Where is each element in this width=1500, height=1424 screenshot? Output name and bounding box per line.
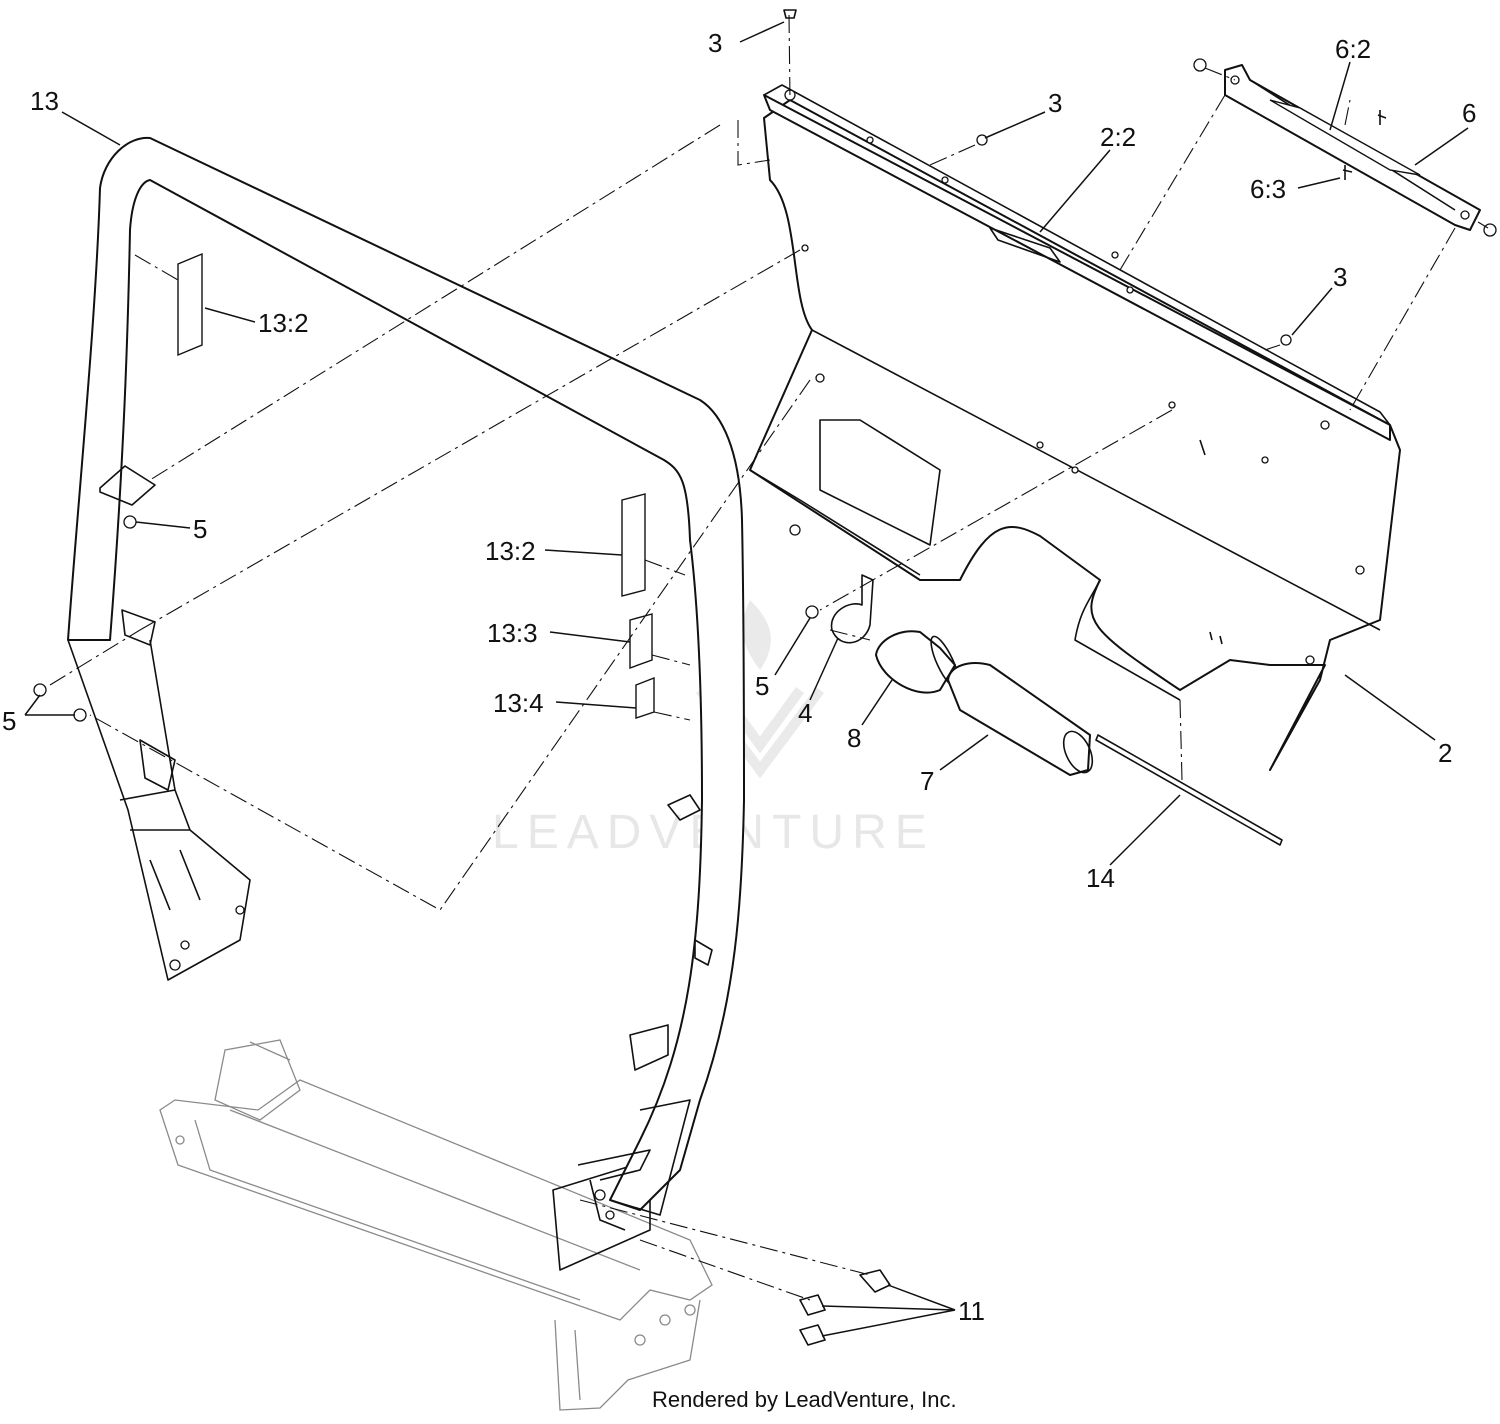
fasteners	[33, 9, 1497, 1346]
render-credit: Rendered by LeadVenture, Inc.	[652, 1387, 957, 1412]
callout-6-3: 6:3	[1250, 174, 1286, 204]
callout-13-2-right: 13:2	[485, 536, 536, 566]
rops-tube	[67, 136, 745, 1231]
callout-5-center: 5	[755, 671, 769, 701]
tube	[947, 662, 1094, 776]
callout-13-3: 13:3	[487, 618, 538, 648]
callout-6-2: 6:2	[1335, 34, 1371, 64]
strip	[1095, 734, 1283, 846]
callout-5-upper: 5	[193, 514, 207, 544]
frame-phantom	[159, 1039, 713, 1411]
callout-3-mid: 3	[1048, 88, 1062, 118]
callout-11: 11	[958, 1296, 985, 1326]
leader-lines	[24, 21, 1469, 1337]
callout-6: 6	[1462, 98, 1476, 128]
callout-7: 7	[920, 766, 934, 796]
callout-5-left: 5	[2, 706, 16, 736]
callout-3-right: 3	[1333, 262, 1347, 292]
bracket	[1224, 64, 1481, 231]
callout-8: 8	[847, 723, 861, 753]
callout-13: 13	[30, 86, 59, 116]
clamp	[830, 574, 874, 644]
mount-plate	[552, 1159, 651, 1271]
assembly-lines	[49, 14, 1489, 1301]
callout-13-2-left: 13:2	[258, 308, 309, 338]
callout-4: 4	[798, 698, 812, 728]
panel	[749, 84, 1401, 771]
tube-decals	[177, 252, 655, 719]
callout-3-top: 3	[708, 28, 722, 58]
callouts: 3 13 3 2:2 6:2 6 6:3 3 13:2 5 13:2 13:3 …	[2, 28, 1476, 1326]
tube-tabs	[99, 465, 713, 1071]
callout-2: 2	[1438, 738, 1452, 768]
callout-14: 14	[1086, 863, 1115, 893]
callout-2-2: 2:2	[1100, 122, 1136, 152]
callout-13-4: 13:4	[493, 688, 544, 718]
